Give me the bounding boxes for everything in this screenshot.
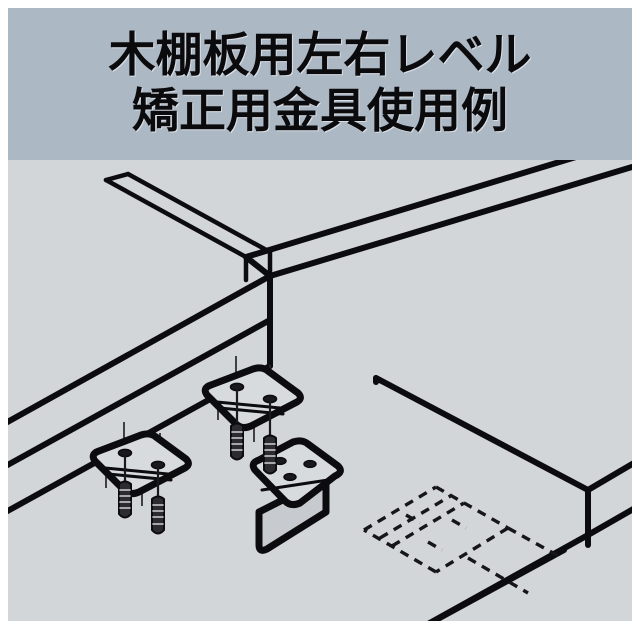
level-plate-center: [201, 364, 304, 432]
title-line-2: 矯正用金具使用例: [132, 84, 508, 139]
fastener-screws: [118, 388, 277, 535]
shelf-board-right-upper: [243, 160, 632, 279]
installed-bracket-hidden: [363, 485, 565, 595]
screw-2: [151, 466, 165, 535]
shelf-board-upper: [103, 171, 273, 283]
figure-illustration: [8, 160, 632, 621]
screw-1: [118, 454, 132, 519]
title-line-1: 木棚板用左右レベル: [108, 28, 532, 84]
level-plate-left: [89, 430, 192, 498]
shelf-board-installed: [373, 375, 632, 621]
figure-header-band: 木棚板用左右レベル 矯正用金具使用例: [8, 8, 632, 160]
page-title: 木棚板用左右レベル 矯正用金具使用例: [8, 8, 632, 160]
screw-3: [230, 388, 244, 461]
isometric-assembly-diagram: [8, 160, 632, 621]
product-figure: 木棚板用左右レベル 矯正用金具使用例: [8, 8, 632, 621]
screw-4: [263, 400, 277, 475]
